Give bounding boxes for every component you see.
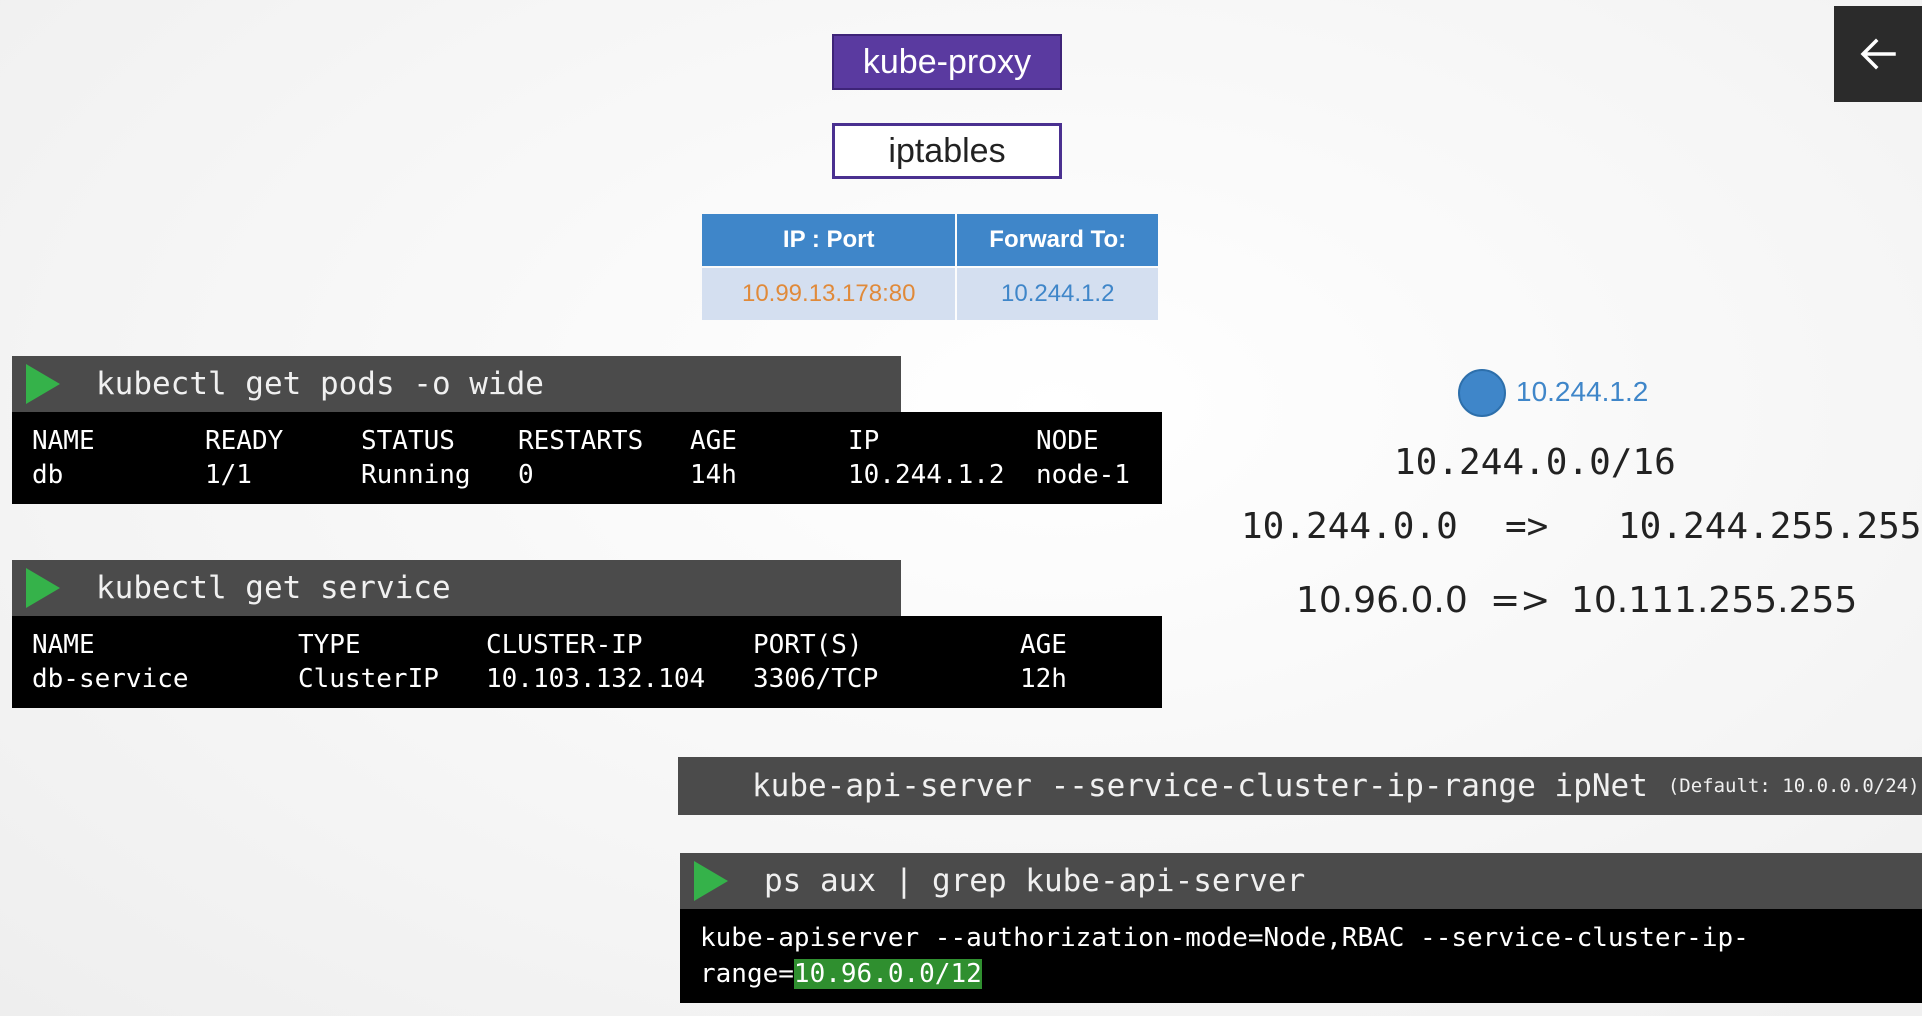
pod-range-end: 10.244.255.255 xyxy=(1618,506,1922,547)
pod-cidr: 10.244.0.0/16 xyxy=(1394,442,1676,483)
ps-command-bar: ps aux | grep kube-api-server xyxy=(680,853,1922,909)
pods-header-ip: IP xyxy=(848,426,880,456)
forward-to-cell: 10.244.1.2 xyxy=(957,268,1158,320)
svc-cell-cluster-ip: 10.103.132.104 xyxy=(486,664,706,694)
kube-proxy-box: kube-proxy xyxy=(832,34,1062,90)
svc-header-type: TYPE xyxy=(298,630,361,660)
api-server-flag: kube-api-server --service-cluster-ip-ran… xyxy=(752,768,1648,804)
pod-ip-label: 10.244.1.2 xyxy=(1516,376,1649,407)
ip-port-header: IP : Port xyxy=(702,214,956,266)
pods-header-age: AGE xyxy=(690,426,737,456)
ps-output: kube-apiserver --authorization-mode=Node… xyxy=(680,909,1922,1003)
pods-cell-node: node-1 xyxy=(1036,460,1130,490)
svc-range-arrow: => xyxy=(1490,580,1551,621)
pod-range-arrow: => xyxy=(1505,506,1549,547)
pods-cell-restarts: 0 xyxy=(518,460,534,490)
pods-command: kubectl get pods -o wide xyxy=(96,366,544,402)
ip-forward-table: IP : Port Forward To: 10.99.13.178:80 10… xyxy=(700,212,1160,322)
api-server-default-note: (Default: 10.0.0.0/24) xyxy=(1667,775,1920,797)
kube-proxy-label: kube-proxy xyxy=(862,42,1032,81)
ps-output-line1: kube-apiserver --authorization-mode=Node… xyxy=(700,923,1749,953)
ps-output-line2: range=10.96.0.0/12 xyxy=(700,959,982,989)
service-command: kubectl get service xyxy=(96,570,451,606)
pods-output: NAME READY STATUS RESTARTS AGE IP NODE d… xyxy=(12,412,1162,504)
ps-command: ps aux | grep kube-api-server xyxy=(764,863,1306,899)
iptables-box: iptables xyxy=(832,123,1062,179)
pods-cell-age: 14h xyxy=(690,460,737,490)
svc-cell-ports: 3306/TCP xyxy=(753,664,879,694)
svc-cell-name: db-service xyxy=(32,664,189,694)
service-cidr-highlight: 10.96.0.0/12 xyxy=(793,959,982,989)
ps-range-prefix: range= xyxy=(700,959,794,989)
play-icon xyxy=(694,861,728,901)
arrow-left-icon xyxy=(1860,38,1896,70)
pods-cell-status: Running xyxy=(361,460,471,490)
svc-cell-type: ClusterIP xyxy=(298,664,439,694)
svc-range-start: 10.96.0.0 xyxy=(1296,580,1468,621)
pods-header-ready: READY xyxy=(205,426,284,456)
service-command-bar: kubectl get service xyxy=(12,560,901,616)
svc-header-ports: PORT(S) xyxy=(753,630,863,660)
svc-header-name: NAME xyxy=(32,630,95,660)
pods-header-status: STATUS xyxy=(361,426,455,456)
svc-header-age: AGE xyxy=(1020,630,1067,660)
svc-header-cluster-ip: CLUSTER-IP xyxy=(486,630,643,660)
ip-port-cell: 10.99.13.178:80 xyxy=(702,268,956,320)
pods-header-restarts: RESTARTS xyxy=(518,426,644,456)
play-icon xyxy=(26,568,60,608)
pods-header-node: NODE xyxy=(1036,426,1099,456)
svc-range-end: 10.111.255.255 xyxy=(1571,580,1858,621)
back-button[interactable] xyxy=(1834,6,1922,102)
pod-range-start: 10.244.0.0 xyxy=(1241,506,1458,547)
service-output: NAME TYPE CLUSTER-IP PORT(S) AGE db-serv… xyxy=(12,616,1162,708)
pods-command-bar: kubectl get pods -o wide xyxy=(12,356,901,412)
pods-header-name: NAME xyxy=(32,426,95,456)
forward-to-header: Forward To: xyxy=(957,214,1158,266)
pods-cell-name: db xyxy=(32,460,64,490)
iptables-label: iptables xyxy=(888,131,1006,170)
play-icon xyxy=(26,364,60,404)
api-server-flag-bar: kube-api-server --service-cluster-ip-ran… xyxy=(678,757,1922,815)
svc-cell-age: 12h xyxy=(1020,664,1067,694)
pods-cell-ip: 10.244.1.2 xyxy=(848,460,1005,490)
pod-circle xyxy=(1458,369,1506,417)
pods-cell-ready: 1/1 xyxy=(205,460,252,490)
